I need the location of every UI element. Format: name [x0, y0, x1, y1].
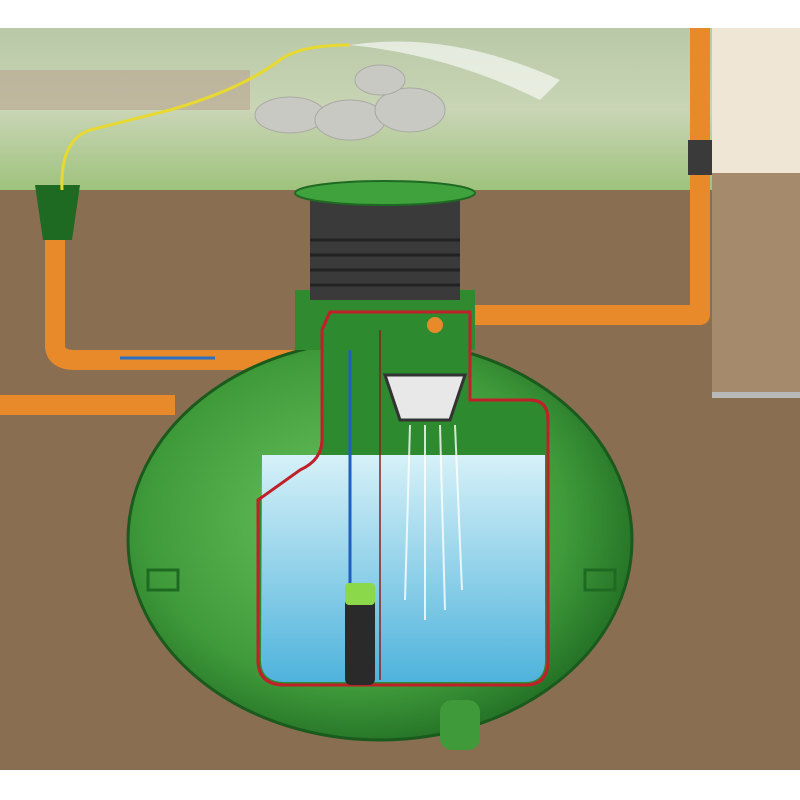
downpipe-collar: [688, 140, 712, 175]
pump: [345, 590, 375, 685]
riser-ribs: [310, 238, 460, 287]
tank-riser: [310, 200, 460, 300]
downpipe: [470, 28, 710, 325]
pump-top: [345, 583, 375, 605]
filter-basket: [382, 373, 468, 422]
garden-hose: [60, 43, 351, 191]
flower-bed: [0, 70, 250, 110]
garden-box: [35, 185, 80, 240]
wall-footing-line: [712, 392, 800, 398]
tank-foot: [440, 700, 480, 750]
tank-handle-right: [583, 568, 617, 592]
falling-water: [404, 424, 463, 620]
cutaway-outline: [256, 310, 550, 687]
water-spray: [350, 41, 560, 100]
house-wall-upper: [712, 28, 800, 173]
house-wall-lower: [712, 173, 800, 395]
inflow-nozzle: [427, 317, 443, 333]
rock-garden: [254, 64, 446, 141]
water: [261, 455, 545, 682]
garden-tap-pipe: [45, 240, 300, 370]
tank-handle-left: [146, 568, 180, 592]
tank-lid: [294, 180, 476, 206]
pipe-network: [0, 28, 710, 415]
